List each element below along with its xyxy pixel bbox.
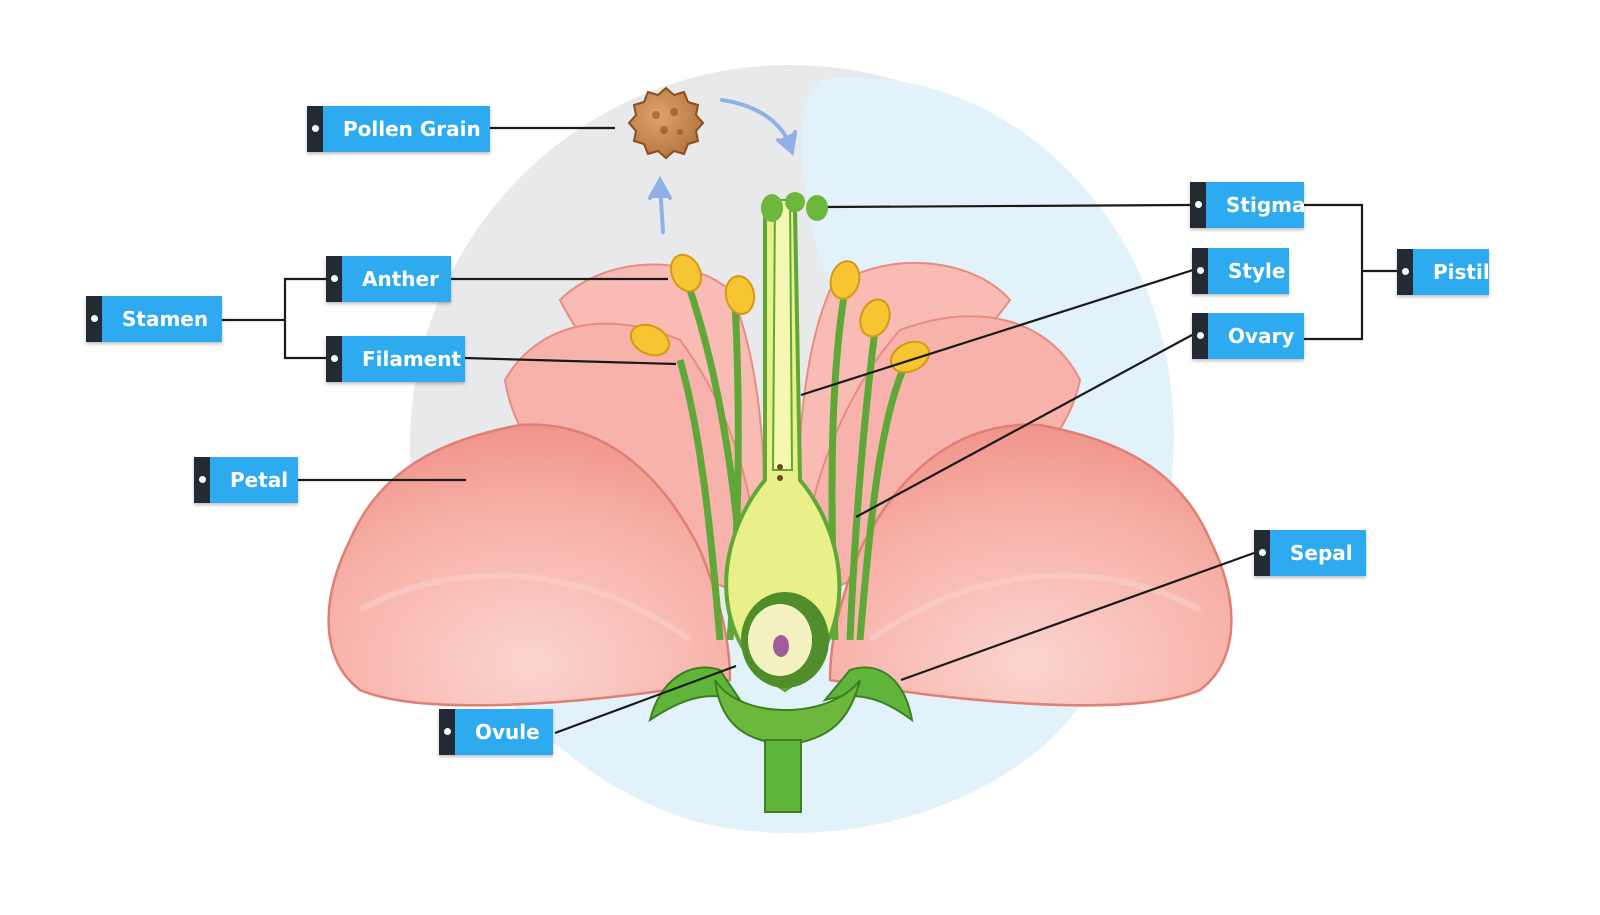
label-pollen-grain: Pollen Grain <box>307 106 490 152</box>
label-tab <box>307 106 323 152</box>
label-style: Style <box>1192 248 1289 294</box>
leader-lines <box>221 126 1398 735</box>
label-stigma-text: Stigma <box>1226 193 1306 217</box>
label-stamen: Stamen <box>86 296 222 342</box>
label-ovule-text: Ovule <box>475 720 540 744</box>
label-tab <box>1192 313 1208 359</box>
label-ovule: Ovule <box>439 709 553 755</box>
label-stigma: Stigma <box>1190 182 1306 228</box>
pollen-grain-icon <box>627 86 705 160</box>
label-tab <box>1192 248 1208 294</box>
label-ovary: Ovary <box>1192 313 1304 359</box>
label-tab <box>1190 182 1206 228</box>
label-sepal: Sepal <box>1254 530 1366 576</box>
label-petal: Petal <box>194 457 298 503</box>
label-anther-text: Anther <box>362 267 439 291</box>
label-tab <box>326 336 342 382</box>
label-style-text: Style <box>1228 259 1286 283</box>
label-stamen-text: Stamen <box>122 307 209 331</box>
label-anther: Anther <box>326 256 451 302</box>
label-sepal-text: Sepal <box>1290 541 1353 565</box>
label-pistil-text: Pistil <box>1433 260 1490 284</box>
label-petal-text: Petal <box>230 468 289 492</box>
label-filament: Filament <box>326 336 465 382</box>
label-ovary-text: Ovary <box>1228 324 1295 348</box>
pollination-arrow-icon <box>648 98 797 234</box>
label-pistil: Pistil <box>1397 249 1490 295</box>
label-tab <box>86 296 102 342</box>
pistil <box>724 192 842 693</box>
label-tab <box>326 256 342 302</box>
label-pollen-grain-text: Pollen Grain <box>343 117 481 141</box>
front-petals <box>327 423 1233 707</box>
label-tab <box>1254 530 1270 576</box>
label-filament-text: Filament <box>362 347 462 371</box>
anthers <box>629 253 931 374</box>
label-tab <box>1397 249 1413 295</box>
label-tab <box>439 709 455 755</box>
label-tab <box>194 457 210 503</box>
sepals-and-stem <box>648 666 914 813</box>
